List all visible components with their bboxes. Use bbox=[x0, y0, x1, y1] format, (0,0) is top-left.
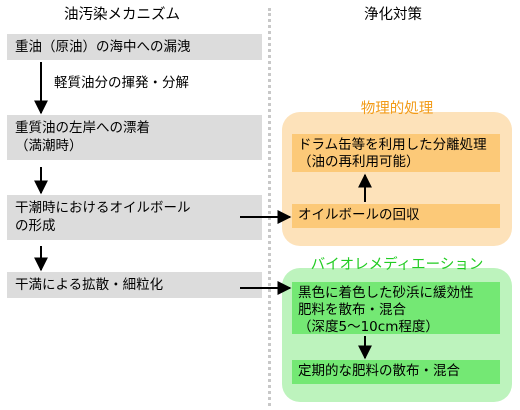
step-oilball-line2: の形成 bbox=[15, 218, 56, 234]
bioremediation-title: バイオレメディエーション bbox=[310, 257, 484, 273]
oilball-collection-box: オイルボールの回収 bbox=[292, 204, 500, 228]
step-stranding-line2: （満潮時） bbox=[15, 138, 83, 154]
column-divider bbox=[268, 8, 271, 406]
periodic-fertilizer-text: 定期的な肥料の散布・混合 bbox=[298, 363, 460, 379]
separation-line2: （油の再利用可能） bbox=[298, 154, 420, 170]
step-oilball-formation: 干潮時におけるオイルボール の形成 bbox=[7, 195, 262, 240]
fertilizer-line3: （深度5～10cm程度） bbox=[298, 319, 439, 335]
step-leakage: 重油（原油）の海中への漏洩 bbox=[7, 34, 262, 60]
fertilizer-line1: 黒色に着色した砂浜に緩効性 bbox=[298, 285, 474, 301]
fertilizer-line2: 肥料を散布・混合 bbox=[298, 302, 406, 318]
note-volatilization: 軽質油分の揮発・分解 bbox=[54, 75, 189, 91]
step-diffusion: 干満による拡散・細粒化 bbox=[7, 272, 262, 298]
separation-treatment-box: ドラム缶等を利用した分離処理 （油の再利用可能） bbox=[292, 134, 500, 172]
separation-line1: ドラム缶等を利用した分離処理 bbox=[298, 137, 487, 153]
step-stranding: 重質油の左岸への漂着 （満潮時） bbox=[7, 115, 262, 160]
mechanism-header: 油汚染メカニズム bbox=[64, 7, 180, 23]
step-leakage-text: 重油（原油）の海中への漏洩 bbox=[15, 39, 191, 55]
step-diffusion-text: 干満による拡散・細粒化 bbox=[15, 277, 164, 293]
oilball-collection-text: オイルボールの回収 bbox=[298, 207, 420, 223]
fertilizer-application-box: 黒色に着色した砂浜に緩効性 肥料を散布・混合 （深度5～10cm程度） bbox=[292, 282, 500, 335]
physical-treatment-title: 物理的処理 bbox=[360, 101, 434, 117]
step-oilball-line1: 干潮時におけるオイルボール bbox=[15, 200, 191, 216]
countermeasure-header: 浄化対策 bbox=[364, 7, 422, 23]
periodic-fertilizer-box: 定期的な肥料の散布・混合 bbox=[292, 360, 500, 384]
step-stranding-line1: 重質油の左岸への漂着 bbox=[15, 120, 150, 136]
